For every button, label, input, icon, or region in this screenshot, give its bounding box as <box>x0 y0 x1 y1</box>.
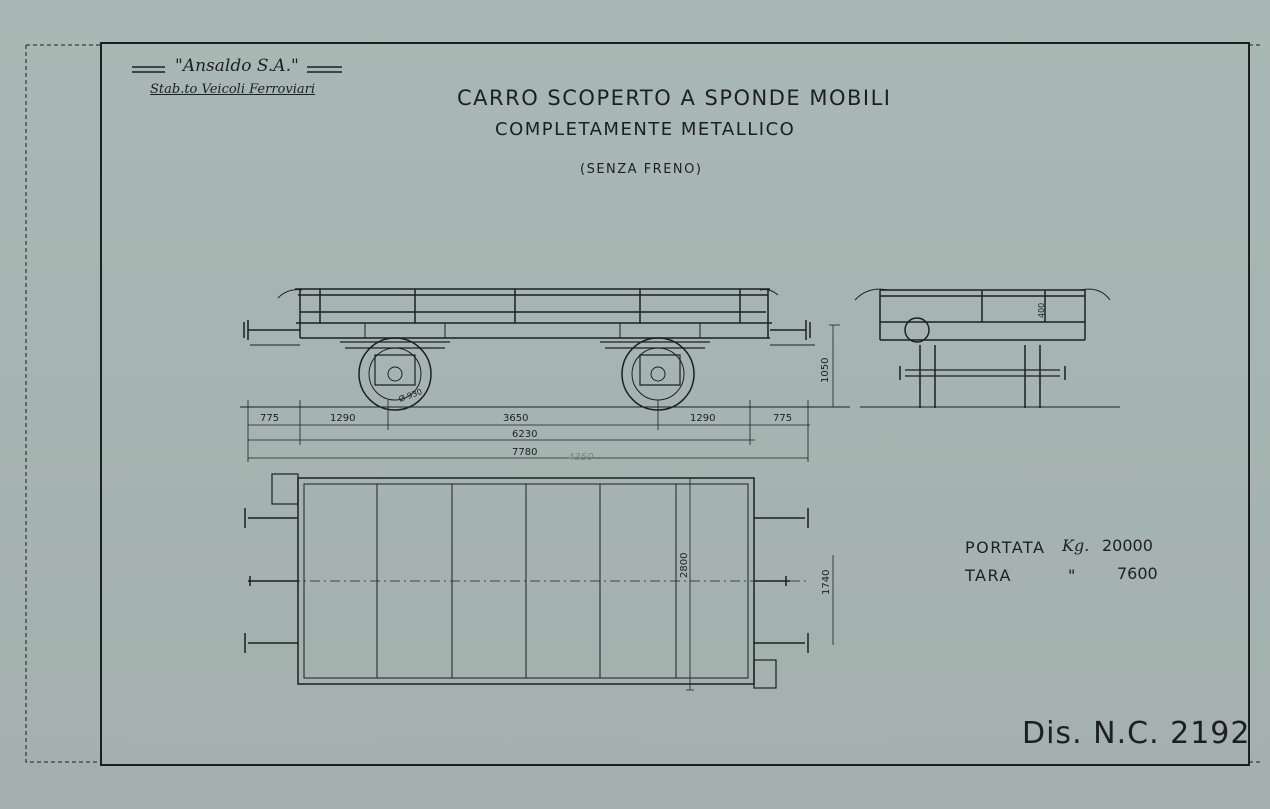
dim-overhang-left: 775 <box>260 413 279 424</box>
spec-portata-unit: Kg. <box>1062 536 1090 555</box>
spec-tara-unit: " <box>1068 566 1076 585</box>
dim-buffer-height: 1050 <box>820 358 831 383</box>
sheet-border <box>100 42 1250 766</box>
dim-side-height: 400 <box>1037 303 1046 318</box>
maker-name: "Ansaldo S.A." <box>175 56 299 76</box>
pencil-note: 4350 <box>568 452 593 463</box>
dim-overall-length: 7780 <box>512 447 537 458</box>
dim-buffer-spacing: 1740 <box>821 570 832 595</box>
spec-portata-value: 20000 <box>1102 536 1153 555</box>
drawing-title: CARRO SCOPERTO A SPONDE MOBILI <box>457 86 892 110</box>
drawing-title-line2: COMPLETAMENTE METALLICO <box>495 119 796 140</box>
dim-frame-length: 6230 <box>512 429 537 440</box>
dim-deck-width: 2800 <box>679 553 690 578</box>
drawing-number: Dis. N.C. 2192 <box>1022 716 1251 751</box>
spec-tara-value: 7600 <box>1117 564 1158 583</box>
drawing-subtitle: (SENZA FRENO) <box>580 162 703 177</box>
dim-wheelbase: 3650 <box>503 413 528 424</box>
dimension-lines <box>247 324 840 645</box>
spec-portata-label: PORTATA <box>965 538 1046 557</box>
dim-wheel-to-frame-right: 1290 <box>690 413 715 424</box>
side-elevation <box>240 288 850 411</box>
dim-wheel-to-frame-left: 1290 <box>330 413 355 424</box>
maker-division: Stab.to Veicoli Ferroviari <box>150 82 316 97</box>
spec-tara-label: TARA <box>965 566 1012 585</box>
cut-line <box>25 44 1262 763</box>
plan-view <box>244 473 810 691</box>
dim-overhang-right: 775 <box>773 413 792 424</box>
end-elevation <box>854 288 1120 408</box>
